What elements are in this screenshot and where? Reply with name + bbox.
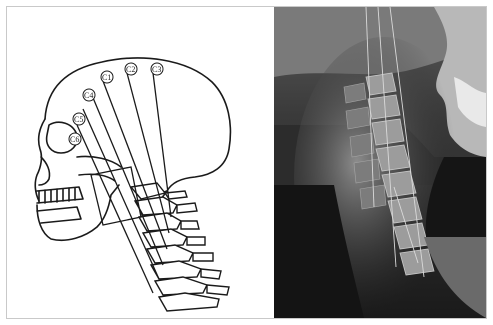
skull-spine-drawing: C1 C2 C3 C4 C5 C6 (7, 7, 274, 318)
label-c6: C6 (70, 135, 79, 144)
label-c2: C2 (126, 65, 135, 74)
mandible (37, 185, 119, 240)
lateral-neck-xray (274, 7, 486, 318)
label-c3: C3 (152, 65, 161, 74)
level-labels: C1 C2 C3 C4 C5 C6 (69, 63, 163, 145)
label-c1: C1 (102, 73, 111, 82)
label-c4: C4 (84, 91, 93, 100)
cervical-spine (131, 183, 229, 311)
label-c5: C5 (74, 115, 83, 124)
